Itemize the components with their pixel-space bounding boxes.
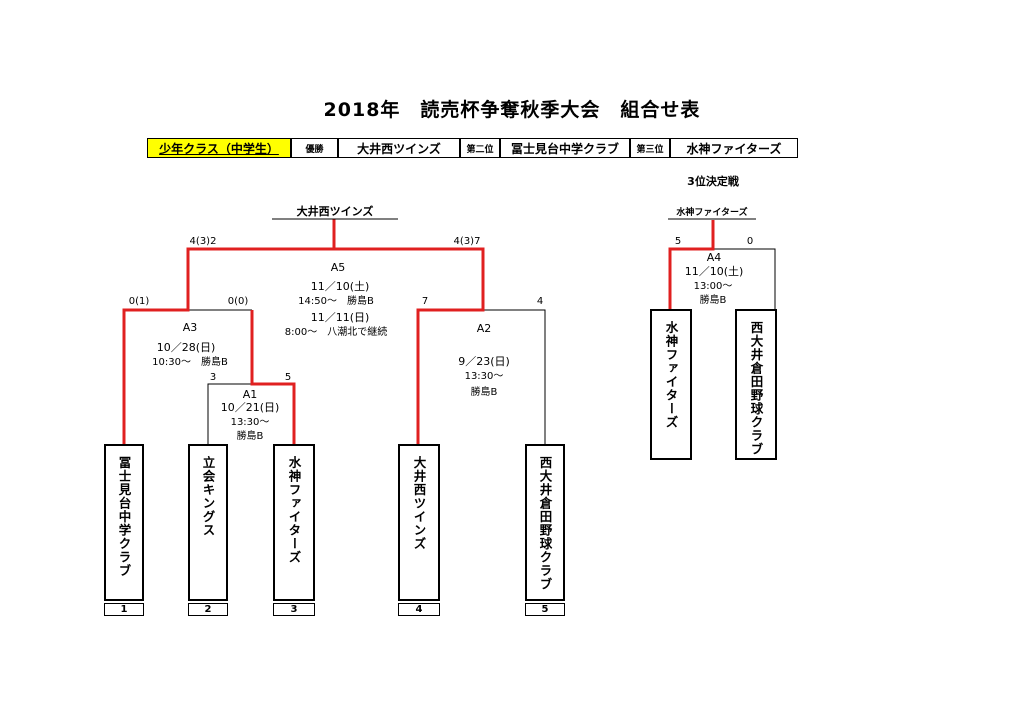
team-box-5: 西大井倉田野球クラブ	[525, 444, 565, 601]
third-place-winner-name: 水神ファイターズ	[676, 208, 748, 218]
a4-date: 11／10(土)	[684, 265, 744, 278]
third-place-label: 第三位	[630, 138, 670, 158]
a5-score-right: 4(3)7	[453, 236, 481, 247]
a1-score-left: 3	[209, 372, 217, 383]
a5-date-2: 11／11(日)	[310, 311, 370, 324]
a5-date: 11／10(土)	[310, 280, 370, 293]
winner-lines	[122, 219, 715, 446]
a1-score-right: 5	[284, 372, 292, 383]
team-number-4: 4	[398, 603, 440, 616]
a2-score-left: 7	[421, 296, 429, 307]
a4-score-right: 0	[746, 236, 754, 247]
second-place-label: 第二位	[460, 138, 500, 158]
team-box-4: 大井西ツインズ	[398, 444, 440, 601]
third-place-team-box-2: 西大井倉田野球クラブ	[735, 309, 777, 460]
a5-score-left: 4(3)2	[189, 236, 217, 247]
a4-game-id: A4	[706, 251, 722, 264]
a2-venue: 勝島B	[470, 387, 498, 398]
a3-score-right: 0(0)	[227, 296, 249, 307]
team-number-1: 1	[104, 603, 144, 616]
second-place-team: 冨士見台中学クラブ	[500, 138, 630, 158]
a2-game-id: A2	[476, 322, 492, 335]
a4-time: 13:00～	[693, 281, 733, 292]
a1-date: 10／21(日)	[220, 401, 280, 414]
a4-venue: 勝島B	[699, 295, 727, 306]
a2-score-right: 4	[536, 296, 544, 307]
a1-game-id: A1	[242, 388, 258, 401]
a3-date: 10／28(日)	[156, 341, 216, 354]
a3-time: 10:30～ 勝島B	[152, 357, 228, 368]
first-place-label: 優勝	[291, 138, 338, 158]
team-box-3: 水神ファイターズ	[273, 444, 315, 601]
a2-time: 13:30～	[464, 371, 504, 382]
a3-score-left: 0(1)	[128, 296, 150, 307]
a5-game-id: A5	[330, 261, 346, 274]
team-box-1: 冨士見台中学クラブ	[104, 444, 144, 601]
a1-venue: 勝島B	[236, 431, 264, 442]
a4-score-left: 5	[674, 236, 682, 247]
team-number-5: 5	[525, 603, 565, 616]
a5-time: 14:50～ 勝島B	[298, 296, 374, 307]
a3-game-id: A3	[182, 321, 198, 334]
a5-time-2: 8:00～ 八潮北で継続	[284, 327, 388, 338]
champion-name: 大井西ツインズ	[296, 205, 374, 218]
team-number-3: 3	[273, 603, 315, 616]
first-place-team: 大井西ツインズ	[338, 138, 460, 158]
a2-date: 9／23(日)	[458, 355, 510, 368]
team-number-2: 2	[188, 603, 228, 616]
third-place-team-box-1: 水神ファイターズ	[650, 309, 692, 460]
team-box-2: 立会キングス	[188, 444, 228, 601]
third-place-title: 3位決定戦	[687, 175, 739, 188]
third-place-team: 水神ファイターズ	[670, 138, 798, 158]
class-label: 少年クラス（中学生）	[147, 138, 291, 158]
a1-time: 13:30～	[230, 417, 270, 428]
page-title: 2018年 読売杯争奪秋季大会 組合せ表	[323, 99, 701, 121]
